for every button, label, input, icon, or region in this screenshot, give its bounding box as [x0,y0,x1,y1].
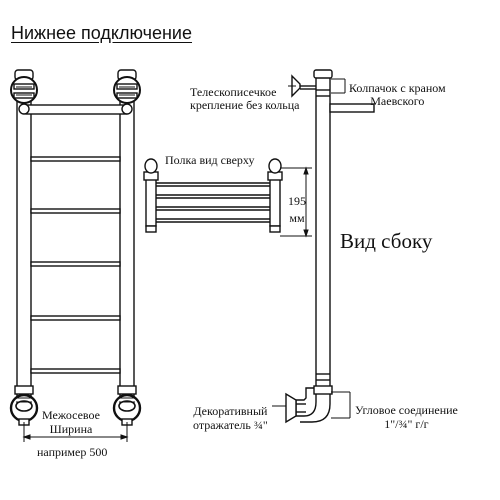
right-vertical-pipe [119,77,135,399]
center-distance-line-1: Межосевое [42,408,100,422]
shelf-depth-value: 195 [288,194,306,208]
side-arm [329,103,375,113]
rung-1 [30,156,121,162]
rung-2 [30,208,121,214]
center-distance-line-2: Ширина [49,422,93,437]
angle-connector-label: Угловое соединение 1"/¾" г/г [355,403,458,432]
shelf-depth-dimension [280,166,312,238]
telescopic-label-line-1: Телескописечкое [190,85,277,99]
top-crossbar [25,104,127,115]
bottom-left-fitting [9,385,39,426]
reflector-label-line-1: Декоративный [193,404,268,418]
cap-label-line-2: Маевского [370,93,425,108]
reflector-label-line-2: отражатель ¾" [193,417,268,432]
side-vertical-pipe [315,71,331,393]
bottom-right-fitting [112,385,142,426]
page-title: Нижнее подключение [11,23,193,43]
top-right-cap [113,69,141,104]
angle-label-line-2: 1"/¾" г/г [384,416,429,431]
center-distance-label: Межосевое Ширина [42,408,100,437]
shelf-depth-unit: мм [289,211,305,226]
telescopic-mount-label: Телескописечкое крепление без кольца [190,86,300,111]
top-left-cap [10,69,38,104]
width-example-label: например 500 [37,445,108,459]
angle-label-line-1: Угловое соединение [355,403,458,417]
side-view-label: Вид сбоку [340,229,433,253]
rung-4 [30,315,121,321]
cap-valve-label: Колпачок с краном Маевского [349,82,446,108]
rung-3 [30,261,121,267]
decorative-reflector [285,392,297,424]
top-left-bolt [18,103,30,115]
shelf-top-view [143,158,283,233]
cap-label-line-1: Колпачок с краном [349,81,446,95]
callout-marks [272,78,351,419]
decorative-reflector-label: Декоративный отражатель ¾" [193,404,268,433]
telescopic-label-line-2: крепление без кольца [190,97,300,112]
front-view [9,69,142,442]
shelf-top-view-label: Полка вид сверху [165,153,255,167]
side-view [285,69,375,424]
center-distance-dimension [22,422,129,442]
top-right-bolt [121,103,133,115]
shelf-depth-label: 195 мм [288,193,306,228]
left-vertical-pipe [16,77,32,399]
rung-5 [30,368,121,374]
